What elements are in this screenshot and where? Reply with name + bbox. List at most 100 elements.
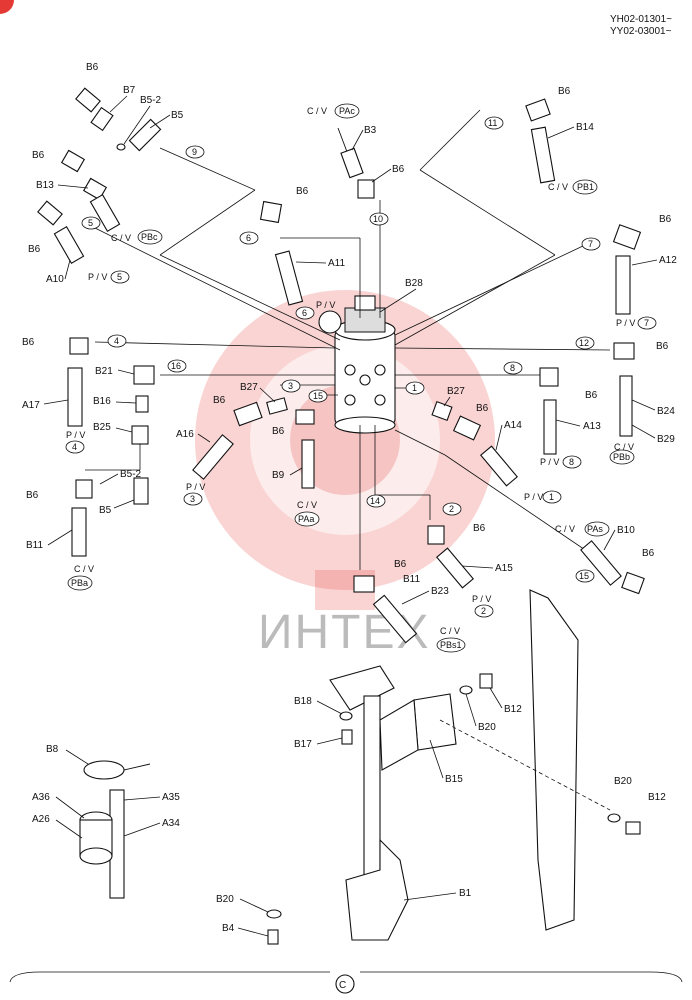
hose-a15 (436, 547, 474, 589)
hose-a11 (274, 250, 304, 306)
svg-text:B24: B24 (657, 406, 675, 417)
svg-text:B12: B12 (504, 704, 522, 715)
washers-bolts (266, 673, 641, 945)
svg-text:B11: B11 (403, 574, 420, 585)
svg-text:PBs1: PBs1 (440, 640, 462, 650)
svg-text:PBa: PBa (71, 578, 88, 588)
hose-b13 (82, 177, 121, 232)
svg-text:A16: A16 (176, 429, 194, 440)
svg-text:C / V: C / V (548, 182, 568, 192)
svg-text:B16: B16 (93, 396, 111, 407)
svg-text:1: 1 (412, 383, 417, 393)
svg-text:B17: B17 (294, 739, 312, 750)
svg-text:B3: B3 (364, 125, 377, 136)
svg-text:P / V: P / V (472, 594, 491, 604)
fitting-b5 (116, 118, 162, 152)
svg-text:B28: B28 (405, 278, 423, 289)
svg-text:B6: B6 (86, 62, 99, 73)
svg-text:P / V: P / V (524, 492, 543, 502)
connection-lines (85, 109, 611, 570)
svg-text:B20: B20 (614, 776, 632, 787)
svg-text:A10: A10 (46, 274, 64, 285)
svg-text:12: 12 (579, 338, 589, 348)
svg-text:B20: B20 (478, 722, 496, 733)
fitting-b6-n (75, 479, 93, 499)
hose-a10 (53, 226, 85, 264)
svg-text:11: 11 (488, 118, 497, 128)
fitting-b6-l (295, 409, 315, 425)
svg-text:B25: B25 (93, 422, 111, 433)
svg-text:C / V: C / V (555, 524, 575, 534)
hose-a14 (480, 445, 518, 487)
svg-text:B11: B11 (26, 540, 43, 551)
fitting-b6-j (539, 367, 559, 387)
fitting-b6-k (233, 401, 263, 427)
fitting-b6-q (353, 575, 375, 593)
svg-text:B5: B5 (171, 110, 184, 121)
svg-text:PAs: PAs (587, 524, 603, 534)
svg-text:P / V: P / V (88, 272, 107, 282)
svg-text:B14: B14 (576, 122, 594, 133)
svg-text:A14: A14 (504, 420, 522, 431)
svg-text:B21: B21 (95, 366, 113, 377)
fitting-b21 (133, 365, 155, 385)
svg-text:A17: A17 (22, 400, 40, 411)
svg-text:5: 5 (117, 272, 122, 282)
svg-text:B23: B23 (431, 586, 449, 597)
svg-text:B6: B6 (32, 150, 45, 161)
svg-text:B29: B29 (657, 434, 675, 445)
svg-text:7: 7 (644, 318, 649, 328)
svg-text:15: 15 (313, 391, 323, 401)
svg-text:PAa: PAa (298, 514, 314, 524)
svg-text:PBc: PBc (141, 232, 158, 242)
svg-text:B7: B7 (123, 85, 136, 96)
svg-text:P / V: P / V (316, 300, 335, 310)
svg-text:C / V: C / V (307, 106, 327, 116)
svg-text:B6: B6 (392, 164, 405, 175)
svg-text:B27: B27 (447, 386, 465, 397)
fitting-b25 (131, 425, 149, 445)
clamp-inset (79, 760, 151, 899)
fitting-b6-left-2 (60, 149, 86, 173)
svg-text:A26: A26 (32, 814, 50, 825)
svg-text:15: 15 (579, 571, 589, 581)
svg-text:B6: B6 (22, 337, 35, 348)
hose-b10 (580, 540, 622, 586)
svg-text:A35: A35 (162, 792, 180, 803)
valve-block (318, 295, 396, 434)
fitting-b6-left-3 (37, 200, 63, 226)
svg-text:3: 3 (190, 494, 195, 504)
svg-text:B6: B6 (213, 395, 226, 406)
svg-text:4: 4 (114, 336, 119, 346)
svg-text:A36: A36 (32, 792, 50, 803)
svg-text:B6: B6 (473, 523, 486, 534)
panel (529, 589, 579, 931)
svg-text:PBb: PBb (613, 452, 630, 462)
svg-text:PAc: PAc (339, 106, 355, 116)
fitting-b6-top-left (75, 87, 114, 132)
svg-text:P / V: P / V (616, 318, 635, 328)
svg-text:B6: B6 (642, 548, 655, 559)
label-leaders (43, 95, 658, 937)
fitting-b6-top-right (525, 98, 551, 122)
fitting-b6-h (69, 337, 89, 355)
fitting-b6-a11 (259, 200, 283, 224)
svg-text:8: 8 (510, 363, 515, 373)
svg-text:5: 5 (88, 218, 93, 228)
svg-text:C / V: C / V (74, 564, 94, 574)
svg-text:B12: B12 (648, 792, 666, 803)
svg-text:B6: B6 (585, 390, 598, 401)
svg-text:A12: A12 (659, 255, 677, 266)
hose-a12 (615, 255, 631, 315)
svg-text:B6: B6 (656, 341, 669, 352)
svg-text:B6: B6 (394, 559, 407, 570)
footer (9, 971, 683, 994)
svg-text:B15: B15 (445, 774, 463, 785)
fitting-b27-left (266, 397, 288, 415)
fitting-b6-top-center (357, 179, 375, 199)
serial-range-1: YH02-01301~ (610, 14, 672, 25)
hose-b3 (337, 127, 364, 179)
svg-text:6: 6 (302, 308, 307, 318)
svg-text:A15: A15 (495, 563, 513, 574)
